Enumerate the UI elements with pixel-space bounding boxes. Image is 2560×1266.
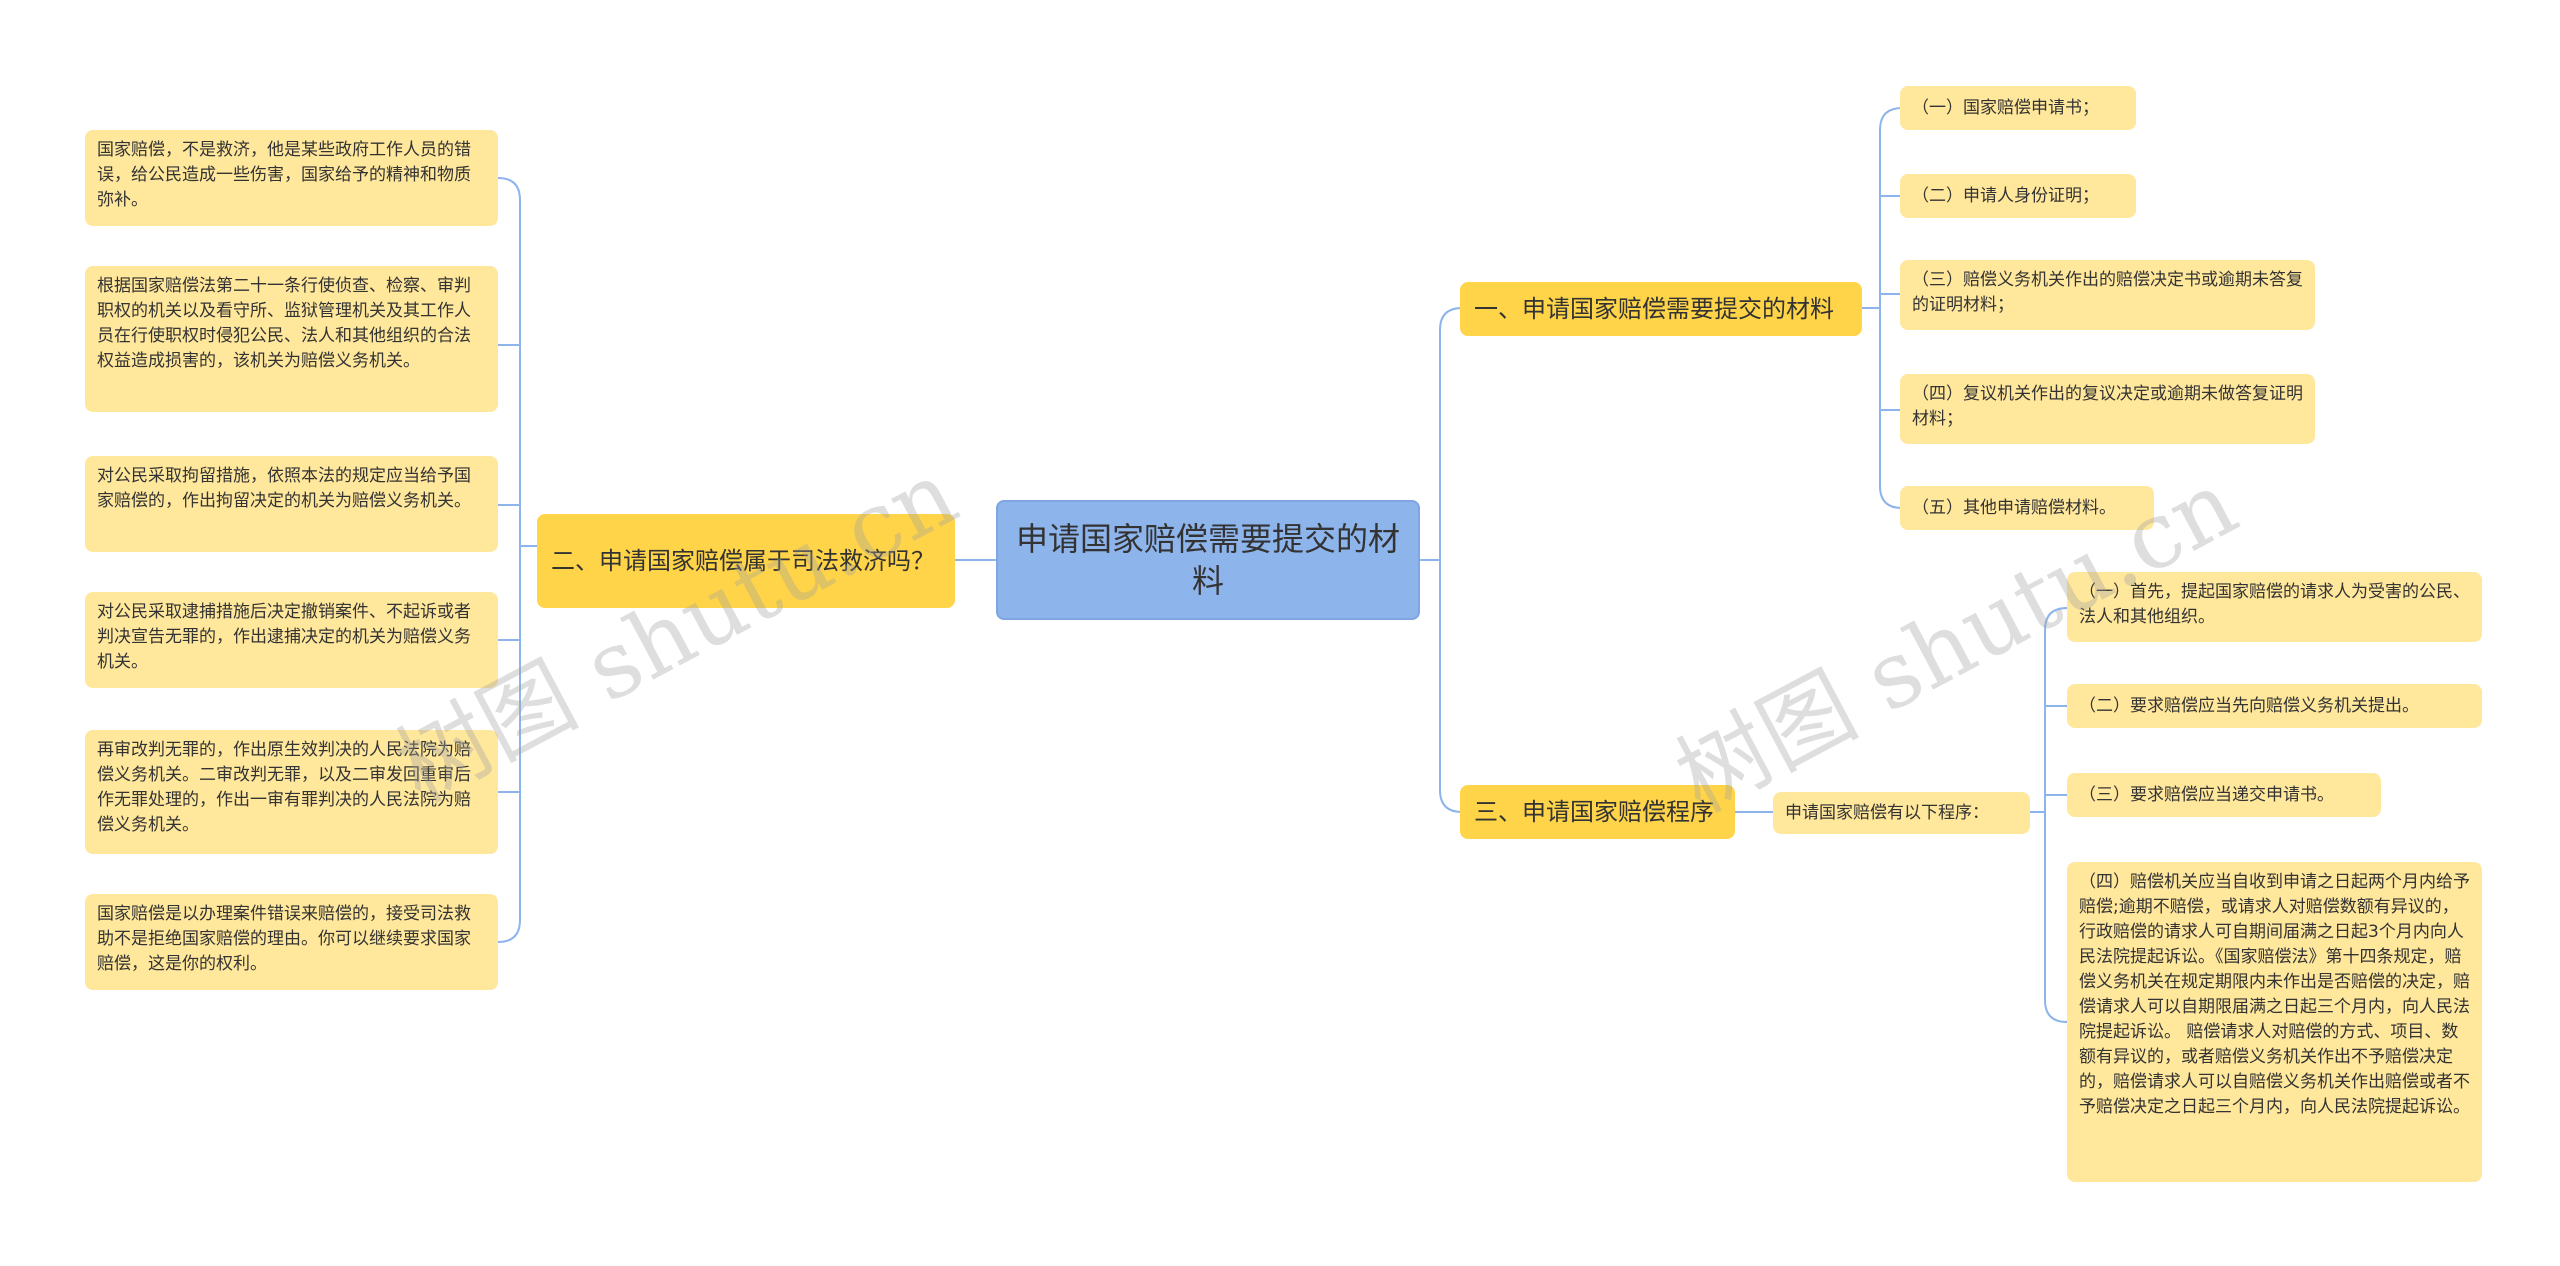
b3-item-1-text: （一）首先，提起国家赔偿的请求人为受害的公民、法人和其他组织。 [2079,582,2470,627]
b1-item-1-text: （一）国家赔偿申请书； [1912,97,2099,118]
root-label: 申请国家赔偿需要提交的材料 [1015,520,1400,600]
b3-sub-node[interactable]: 申请国家赔偿有以下程序： [1773,792,2030,834]
branch-2-label: 二、申请国家赔偿属于司法救济吗？ [551,546,935,575]
b2-item-3-text: 对公民采取拘留措施，依照本法的规定应当给予国家赔偿的，作出拘留决定的机关为赔偿义… [97,466,471,511]
b3-item-1[interactable]: （一）首先，提起国家赔偿的请求人为受害的公民、法人和其他组织。 [2067,572,2482,642]
b3-item-4[interactable]: （四）赔偿机关应当自收到申请之日起两个月内给予赔偿;逾期不赔偿，或请求人对赔偿数… [2067,862,2482,1182]
b2-item-4-text: 对公民采取逮捕措施后决定撤销案件、不起诉或者判决宣告无罪的，作出逮捕决定的机关为… [97,602,471,672]
b1-item-1[interactable]: （一）国家赔偿申请书； [1900,86,2136,130]
b2-item-6[interactable]: 国家赔偿是以办理案件错误来赔偿的，接受司法救助不是拒绝国家赔偿的理由。你可以继续… [85,894,498,990]
b2-item-2[interactable]: 根据国家赔偿法第二十一条行使侦查、检察、审判职权的机关以及看守所、监狱管理机关及… [85,266,498,412]
b2-item-4[interactable]: 对公民采取逮捕措施后决定撤销案件、不起诉或者判决宣告无罪的，作出逮捕决定的机关为… [85,592,498,688]
branch-1-label: 一、申请国家赔偿需要提交的材料 [1474,294,1834,323]
b3-item-4-text: （四）赔偿机关应当自收到申请之日起两个月内给予赔偿;逾期不赔偿，或请求人对赔偿数… [2079,872,2470,1117]
connector-b2-items [497,177,540,943]
b3-item-2[interactable]: （二）要求赔偿应当先向赔偿义务机关提出。 [2067,684,2482,728]
b2-item-6-text: 国家赔偿是以办理案件错误来赔偿的，接受司法救助不是拒绝国家赔偿的理由。你可以继续… [97,904,471,974]
branch-1-node[interactable]: 一、申请国家赔偿需要提交的材料 [1460,282,1862,336]
b1-item-5[interactable]: （五）其他申请赔偿材料。 [1900,486,2154,530]
b2-item-2-text: 根据国家赔偿法第二十一条行使侦查、检察、审判职权的机关以及看守所、监狱管理机关及… [97,276,471,371]
b1-item-2-text: （二）申请人身份证明； [1912,185,2099,206]
b3-item-3-text: （三）要求赔偿应当递交申请书。 [2079,784,2334,805]
b1-item-3-text: （三）赔偿义务机关作出的赔偿决定书或逾期未答复的证明材料； [1912,270,2303,315]
b3-item-2-text: （二）要求赔偿应当先向赔偿义务机关提出。 [2079,695,2419,716]
branch-2-node[interactable]: 二、申请国家赔偿属于司法救济吗？ [537,514,955,608]
connector-root-b1 [1420,307,1472,561]
b1-item-5-text: （五）其他申请赔偿材料。 [1912,497,2116,518]
b3-sub-text: 申请国家赔偿有以下程序： [1785,802,1989,823]
b1-item-3[interactable]: （三）赔偿义务机关作出的赔偿决定书或逾期未答复的证明材料； [1900,260,2315,330]
b2-item-1-text: 国家赔偿，不是救济，他是某些政府工作人员的错误，给公民造成一些伤害，国家给予的精… [97,140,471,210]
b2-item-5-text: 再审改判无罪的，作出原生效判决的人民法院为赔偿义务机关。二审改判无罪，以及二审发… [97,740,471,835]
b3-item-3[interactable]: （三）要求赔偿应当递交申请书。 [2067,773,2381,817]
b2-item-1[interactable]: 国家赔偿，不是救济，他是某些政府工作人员的错误，给公民造成一些伤害，国家给予的精… [85,130,498,226]
b1-item-2[interactable]: （二）申请人身份证明； [1900,174,2136,218]
b1-item-4-text: （四）复议机关作出的复议决定或逾期未做答复证明材料； [1912,384,2303,429]
b1-item-4[interactable]: （四）复议机关作出的复议决定或逾期未做答复证明材料； [1900,374,2315,444]
connector-sub-items [2030,607,2070,1023]
connector-root-b3 [1420,559,1472,813]
b2-item-3[interactable]: 对公民采取拘留措施，依照本法的规定应当给予国家赔偿的，作出拘留决定的机关为赔偿义… [85,456,498,552]
branch-3-node[interactable]: 三、申请国家赔偿程序 [1460,785,1735,839]
root-node[interactable]: 申请国家赔偿需要提交的材料 [996,500,1420,620]
b2-item-5[interactable]: 再审改判无罪的，作出原生效判决的人民法院为赔偿义务机关。二审改判无罪，以及二审发… [85,730,498,854]
branch-3-label: 三、申请国家赔偿程序 [1474,797,1714,826]
connector-b1-items [1862,107,1906,509]
